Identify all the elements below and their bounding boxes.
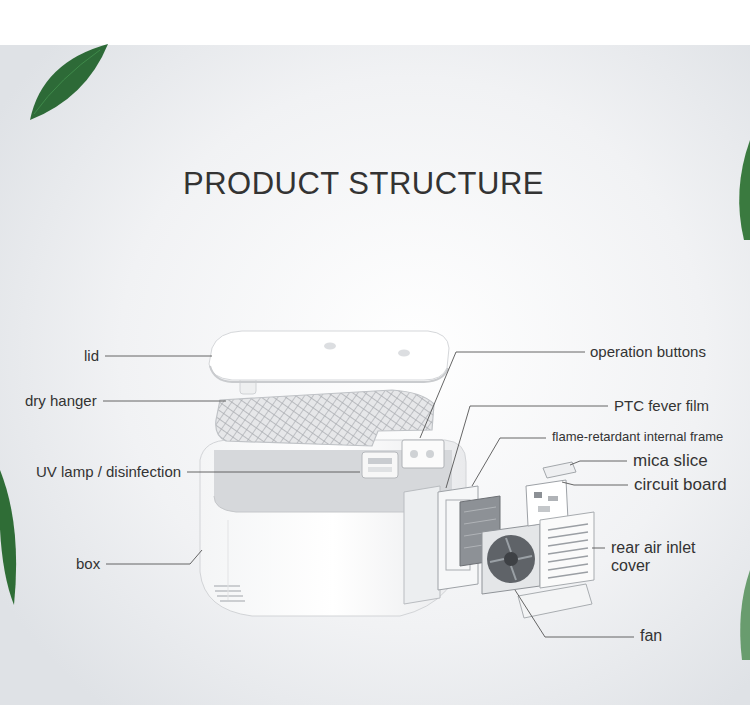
part-label: operation buttons (590, 343, 706, 360)
leaves (0, 44, 750, 660)
part-label: PTC fever film (614, 397, 709, 414)
box-part (200, 440, 466, 616)
operation-buttons (402, 440, 444, 468)
part-label: rear air inlet cover (611, 539, 711, 576)
top-band (0, 0, 750, 45)
part-label: lid (84, 347, 99, 364)
diagram-title: PRODUCT STRUCTURE (183, 166, 544, 202)
part-label: circuit board (634, 475, 727, 495)
dry-hanger (216, 390, 434, 446)
part-label: mica slice (633, 451, 708, 471)
part-label: fan (640, 627, 662, 645)
part-label: dry hanger (25, 392, 97, 409)
fan-part (482, 524, 540, 594)
part-label: box (76, 555, 100, 572)
rear-air-inlet-cover (518, 512, 594, 618)
leader-lines (103, 352, 634, 637)
uv-lamp (362, 452, 398, 478)
part-label: flame-retardant internal frame (552, 430, 723, 445)
lid-part (209, 331, 449, 394)
part-label: UV lamp / disinfection (36, 463, 181, 480)
